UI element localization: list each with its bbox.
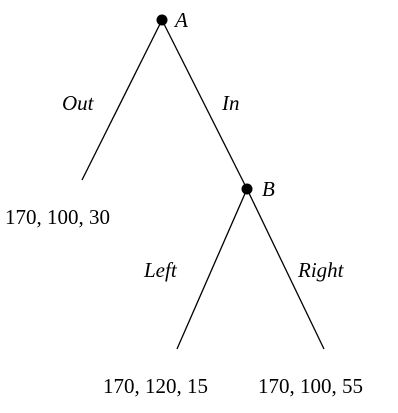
payoff-out: 170, 100, 30 xyxy=(5,205,110,229)
edge-right-label: Right xyxy=(297,258,345,282)
payoff-right: 170, 100, 55 xyxy=(258,374,363,398)
node-b-dot xyxy=(241,183,253,195)
edge-in-label: In xyxy=(221,91,240,115)
edge-in-line xyxy=(161,19,248,190)
node-a-label: A xyxy=(173,8,188,32)
edge-right-line xyxy=(246,188,325,350)
edge-out-label: Out xyxy=(62,91,95,115)
node-a-dot xyxy=(156,14,168,26)
edge-left-label: Left xyxy=(143,258,178,282)
edge-out-line xyxy=(81,19,163,181)
payoff-left: 170, 120, 15 xyxy=(103,374,208,398)
edge-left-line xyxy=(176,188,248,350)
node-b-label: B xyxy=(262,177,275,201)
